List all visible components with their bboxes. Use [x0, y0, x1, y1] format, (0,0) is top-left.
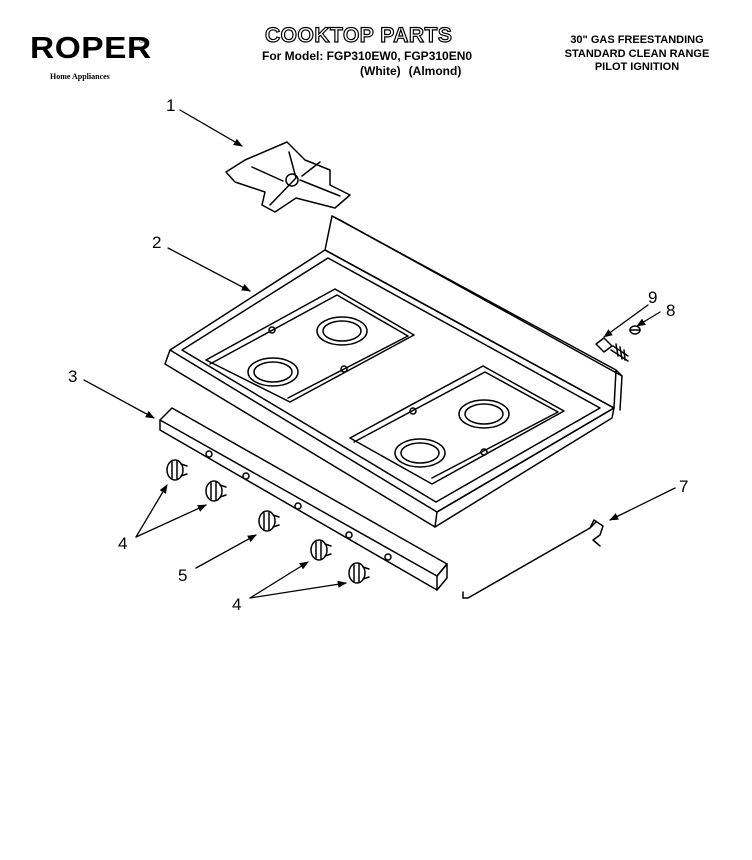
knob-3 — [258, 510, 280, 532]
brand-tagline: Home Appliances — [50, 72, 110, 81]
control-panel-part — [159, 407, 448, 591]
bracket-part — [462, 519, 604, 599]
trademark-symbol: ® — [139, 36, 145, 45]
description-line-2: STANDARD CLEAN RANGE — [564, 47, 710, 60]
color-almond: (Almond) — [408, 64, 462, 78]
model-line: For Model: FGP310EW0, FGP310EN0 — [262, 49, 473, 63]
callout-5: 5 — [178, 566, 187, 585]
brand-logo: ROPER ® Home Appliances — [30, 32, 151, 81]
description-line-1: 30" GAS FREESTANDING — [570, 34, 704, 46]
callout-7: 7 — [679, 477, 688, 496]
callout-3: 3 — [68, 367, 77, 386]
callout-8: 8 — [666, 301, 675, 320]
knobs — [166, 459, 370, 584]
page-title: COOKTOP PARTS — [264, 23, 453, 47]
description-line-3: PILOT IGNITION — [594, 61, 680, 73]
callout-9: 9 — [648, 288, 657, 307]
knob-2 — [205, 480, 227, 502]
leader-arrows — [83, 109, 676, 599]
product-description: 30" GAS FREESTANDING STANDARD CLEAN RANG… — [552, 34, 722, 75]
color-white: (White) — [360, 64, 401, 78]
brand-name: ROPER — [30, 30, 152, 65]
callout-numbers: 1 2 3 4 5 4 7 8 9 — [68, 96, 688, 614]
knob-4 — [310, 539, 332, 561]
knob-5 — [348, 562, 370, 584]
grate-part — [225, 141, 351, 213]
callout-1: 1 — [166, 96, 175, 115]
callout-4b: 4 — [232, 595, 241, 614]
callout-2: 2 — [152, 233, 161, 252]
cooktop-part — [164, 215, 623, 528]
color-variants: (White) (Almond) — [360, 64, 461, 78]
callout-4a: 4 — [118, 534, 127, 553]
knob-1 — [166, 459, 188, 481]
screw-clip-part — [595, 325, 641, 362]
